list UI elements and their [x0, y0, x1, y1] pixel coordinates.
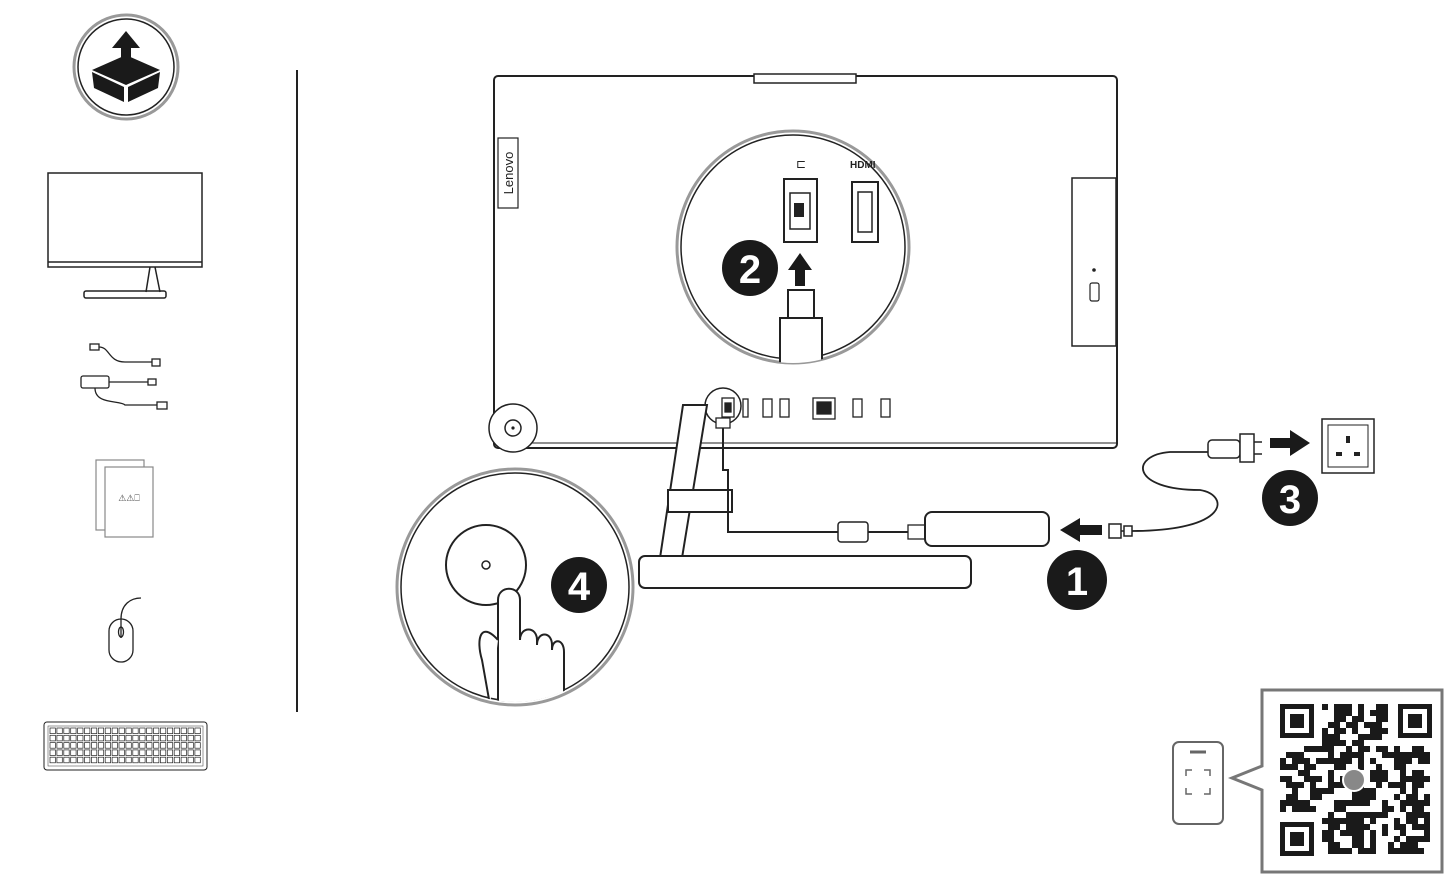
keyboard-icon	[43, 721, 208, 771]
power-adapter	[924, 511, 1050, 547]
hdmi-label: HDMI	[850, 160, 876, 171]
phone-scan-icon	[1172, 741, 1224, 825]
doc-symbols-text: ⚠⚠⎕	[118, 493, 140, 503]
zoom-power-button	[395, 467, 635, 707]
svg-text:2: 2	[739, 248, 761, 292]
qr-code	[1227, 688, 1444, 874]
power-port-symbol: ⊏	[796, 157, 806, 171]
step-badge-2: 2	[722, 240, 778, 296]
wall-outlet-icon	[1321, 418, 1375, 474]
mains-cable	[1131, 451, 1219, 532]
step-badge-4: 4	[551, 557, 607, 613]
adapter-plug	[1108, 523, 1133, 539]
power-cable	[715, 417, 927, 543]
power-adapter-icon	[80, 343, 168, 410]
arrow-up-icon	[788, 253, 812, 286]
rear-ports	[721, 397, 891, 420]
step-badge-3: 3	[1262, 470, 1318, 526]
documents-icon: ⚠⚠⎕	[95, 459, 154, 538]
arrow-right-icon	[1270, 430, 1310, 456]
lenovo-logo: Lenovo	[501, 152, 516, 195]
svg-text:1: 1	[1066, 560, 1088, 604]
monitor-icon	[47, 172, 203, 299]
svg-text:3: 3	[1279, 478, 1301, 522]
zoom-power-port: HDMI ⊏	[675, 129, 911, 365]
unbox-icon	[72, 13, 180, 121]
arrow-left-icon	[1060, 518, 1102, 542]
mouse-icon	[108, 597, 142, 663]
svg-text:4: 4	[568, 565, 591, 609]
stand	[638, 404, 972, 589]
step-badge-1: 1	[1047, 550, 1107, 610]
rear-power-button	[488, 403, 538, 453]
mains-plug	[1207, 433, 1262, 463]
